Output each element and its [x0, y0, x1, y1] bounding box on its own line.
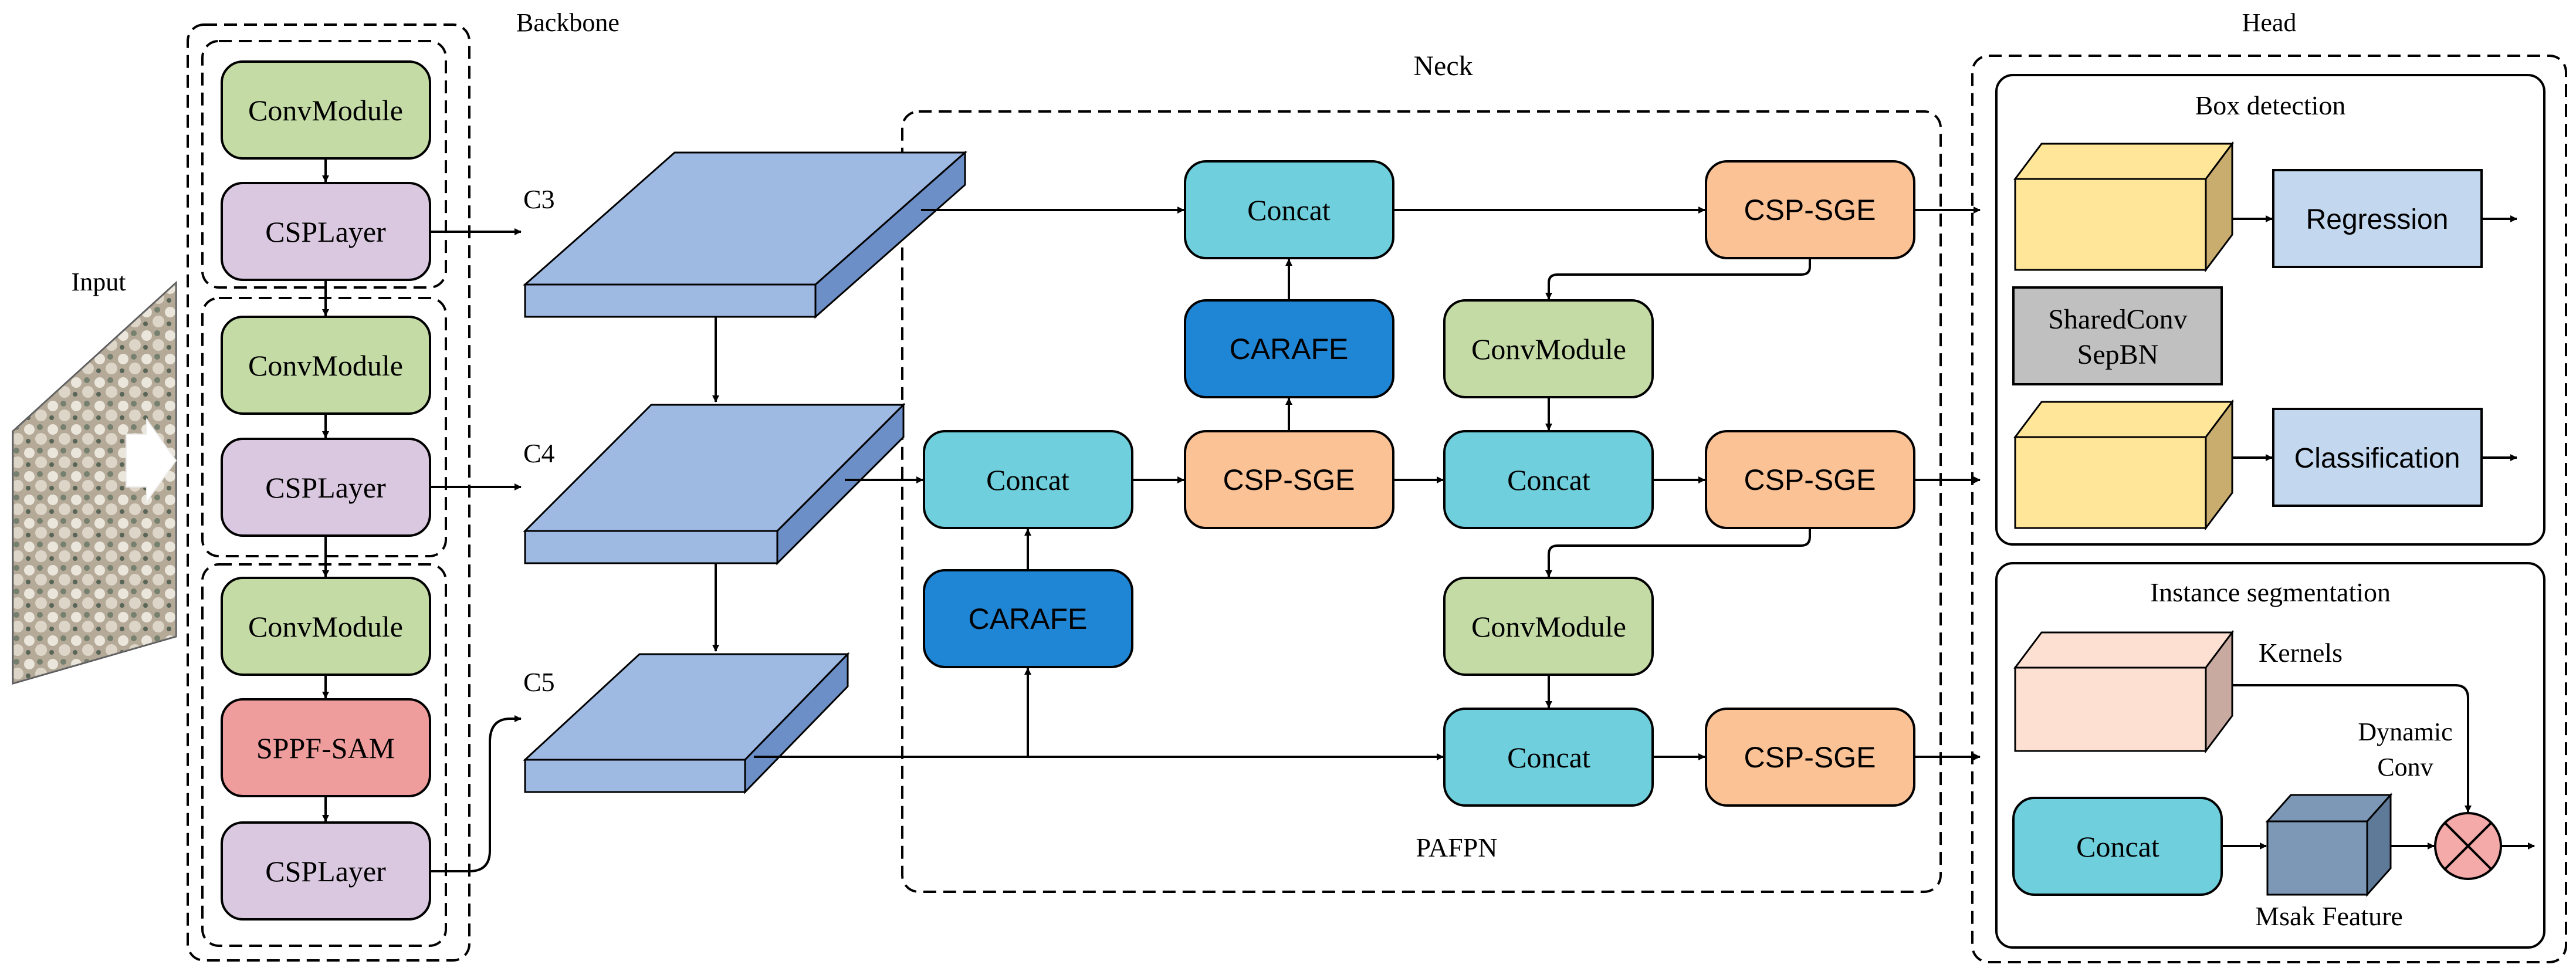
neck-label: Neck: [1413, 50, 1473, 82]
box-detection-panel: [1995, 74, 2545, 546]
backbone-convmodule-1-label: ConvModule: [248, 94, 403, 127]
dashed-containers: [187, 23, 2567, 963]
head-concat-label: Concat: [2076, 830, 2159, 863]
backbone-convmodule-2-label: ConvModule: [248, 349, 403, 382]
neck-csp-sge-mid-left-label: CSP-SGE: [1223, 463, 1355, 496]
stage-1-container: [201, 40, 447, 289]
shared-conv-label: SharedConv: [2048, 304, 2187, 335]
input-arrow-icon: [126, 417, 177, 504]
classification-label: Classification: [2294, 443, 2460, 474]
neck-convmodule-upper-label: ConvModule: [1471, 333, 1626, 366]
neck-carafe-low-label: CARAFE: [969, 603, 1088, 635]
box-head-arrows: [2232, 215, 2517, 461]
backbone-csplayer-1-label: CSPLayer: [265, 215, 386, 248]
kernels-cube: [2013, 630, 2234, 754]
neck-concat-mid-left-label: Concat: [986, 463, 1069, 496]
stage-3-container: [201, 563, 447, 947]
pafpn-label: PAFPN: [1416, 833, 1498, 862]
neck-container: [901, 110, 1942, 893]
classification-box: [2272, 408, 2483, 507]
multiply-icon: [2434, 812, 2502, 880]
box-feature-cube-bottom: [2013, 399, 2234, 531]
neck-carafe-top-label: CARAFE: [1230, 333, 1349, 366]
backbone-container: [187, 23, 470, 962]
head-container: [1971, 55, 2567, 963]
kernels-label: Kernels: [2259, 638, 2343, 668]
shared-conv-sepbn: [2012, 286, 2223, 385]
c4-label: C4: [523, 438, 555, 468]
box-feature-cube-top: [2013, 141, 2234, 273]
neck-convmodule-lower-label: ConvModule: [1471, 610, 1626, 643]
feature-slab-c5: [523, 652, 850, 794]
neck-concat-bottom-label: Concat: [1507, 741, 1590, 774]
mask-feature-label: Msak Feature: [2255, 901, 2403, 931]
c3-label: C3: [523, 184, 555, 214]
neck-concat-top-label: Concat: [1247, 194, 1331, 226]
dynamic-conv-label-2: Conv: [2377, 753, 2433, 781]
neck-csp-sge-bottom-label: CSP-SGE: [1744, 741, 1876, 774]
neck-arrows: [754, 207, 1981, 760]
neck-csp-sge-mid-right-label: CSP-SGE: [1744, 463, 1876, 496]
backbone-csplayer-3-label: CSPLayer: [265, 855, 386, 888]
mask-feature-cube: [2265, 793, 2393, 897]
dynamic-conv-label-1: Dynamic: [2358, 718, 2452, 746]
neck-csp-sge-top-label: CSP-SGE: [1744, 194, 1876, 226]
feature-slab-c4: [523, 402, 906, 566]
backbone-label: Backbone: [516, 8, 620, 37]
instance-seg-title: Instance segmentation: [2150, 577, 2391, 607]
input-label: Input: [72, 268, 126, 296]
neck-concat-mid-right-label: Concat: [1507, 463, 1590, 496]
feature-output-arrows: [430, 228, 522, 872]
c5-label: C5: [523, 667, 555, 697]
backbone-convmodule-3-label: ConvModule: [248, 610, 403, 643]
backbone-csplayer-2-label: CSPLayer: [265, 471, 386, 504]
instance-segmentation-panel: [1995, 562, 2545, 949]
stage-2-container: [201, 297, 447, 557]
head-label: Head: [2242, 8, 2297, 37]
feature-slab-c3: [523, 150, 967, 319]
box-detection-title: Box detection: [2195, 90, 2346, 120]
seg-head-arrows: [2222, 684, 2535, 850]
regression-box: [2272, 169, 2483, 268]
backbone-sppf-sam-label: SPPF-SAM: [256, 732, 395, 764]
sepbn-label: SepBN: [2077, 339, 2159, 370]
input-image: [12, 280, 177, 685]
regression-label: Regression: [2306, 204, 2449, 235]
